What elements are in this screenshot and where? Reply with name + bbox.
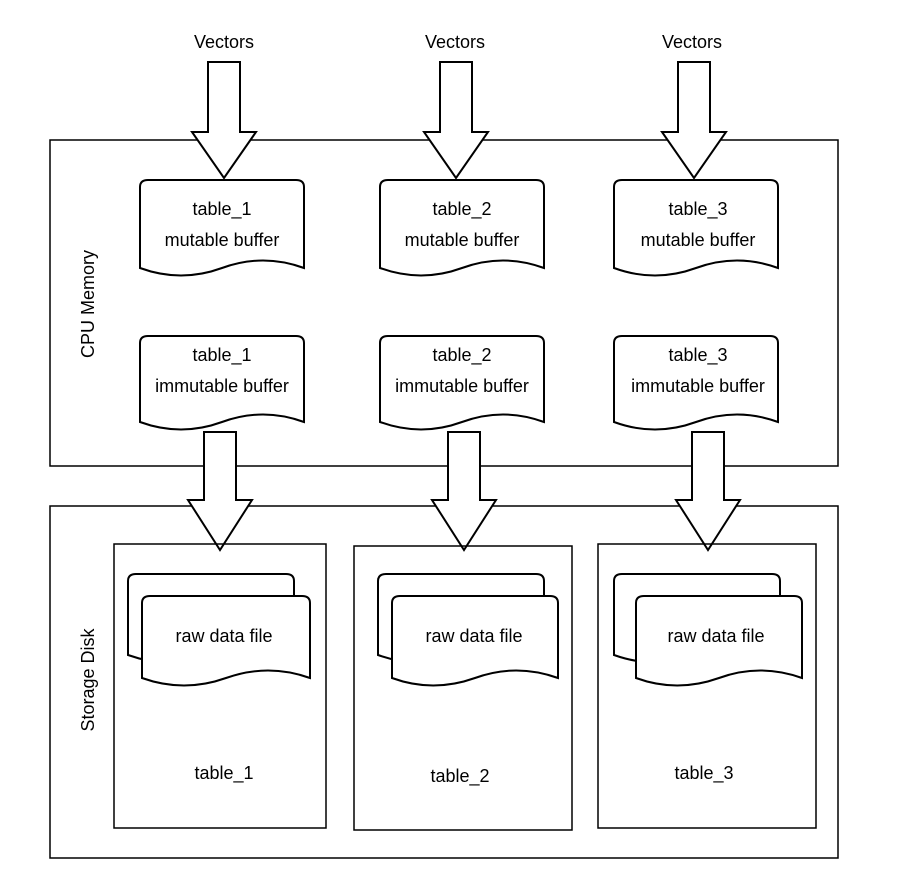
raw-data-file-label: raw data file <box>667 626 764 646</box>
input-arrow <box>660 61 728 180</box>
immutable-buffer-table: table_3 <box>668 345 727 366</box>
immutable-buffer-shape <box>613 335 779 431</box>
immutable-buffer-kind: immutable buffer <box>155 376 289 396</box>
raw-data-file-label: raw data file <box>425 626 522 646</box>
storage-table-name: table_3 <box>674 763 733 784</box>
mutable-buffer-shape <box>613 179 779 277</box>
flush-arrow <box>430 431 498 552</box>
storage-disk-label: Storage Disk <box>78 627 98 731</box>
table-storage-box <box>597 543 817 829</box>
immutable-buffer-table: table_2 <box>432 345 491 366</box>
input-arrow <box>190 61 258 180</box>
mutable-buffer-kind: mutable buffer <box>405 230 520 250</box>
mutable-buffer-table: table_3 <box>668 199 727 220</box>
table-storage-box <box>353 545 573 831</box>
column-table-2: Vectors table_2 mutable buffer table_2 i… <box>353 32 573 831</box>
mutable-buffer-shape <box>379 179 545 277</box>
immutable-buffer-shape <box>379 335 545 431</box>
raw-data-file-front <box>141 595 311 687</box>
storage-table-name: table_1 <box>194 763 253 784</box>
immutable-buffer-shape <box>139 335 305 431</box>
raw-data-file-front <box>391 595 559 687</box>
flush-arrow <box>186 431 254 552</box>
mutable-buffer-kind: mutable buffer <box>641 230 756 250</box>
immutable-buffer-table: table_1 <box>192 345 251 366</box>
mutable-buffer-kind: mutable buffer <box>165 230 280 250</box>
cpu-memory-label: CPU Memory <box>78 250 98 358</box>
vectors-input-label: Vectors <box>194 32 254 52</box>
mutable-buffer-table: table_2 <box>432 199 491 220</box>
raw-data-file-label: raw data file <box>175 626 272 646</box>
table-storage-box <box>113 543 327 829</box>
vectors-input-label: Vectors <box>425 32 485 52</box>
mutable-buffer-table: table_1 <box>192 199 251 220</box>
vectors-input-label: Vectors <box>662 32 722 52</box>
immutable-buffer-kind: immutable buffer <box>631 376 765 396</box>
raw-data-file-front <box>635 595 803 687</box>
storage-table-name: table_2 <box>430 766 489 787</box>
column-table-1: Vectors table_1 mutable buffer table_1 i… <box>113 32 327 829</box>
flush-arrow <box>674 431 742 552</box>
input-arrow <box>422 61 490 180</box>
column-table-3: Vectors table_3 mutable buffer table_3 i… <box>597 32 817 829</box>
immutable-buffer-kind: immutable buffer <box>395 376 529 396</box>
mutable-buffer-shape <box>139 179 305 277</box>
